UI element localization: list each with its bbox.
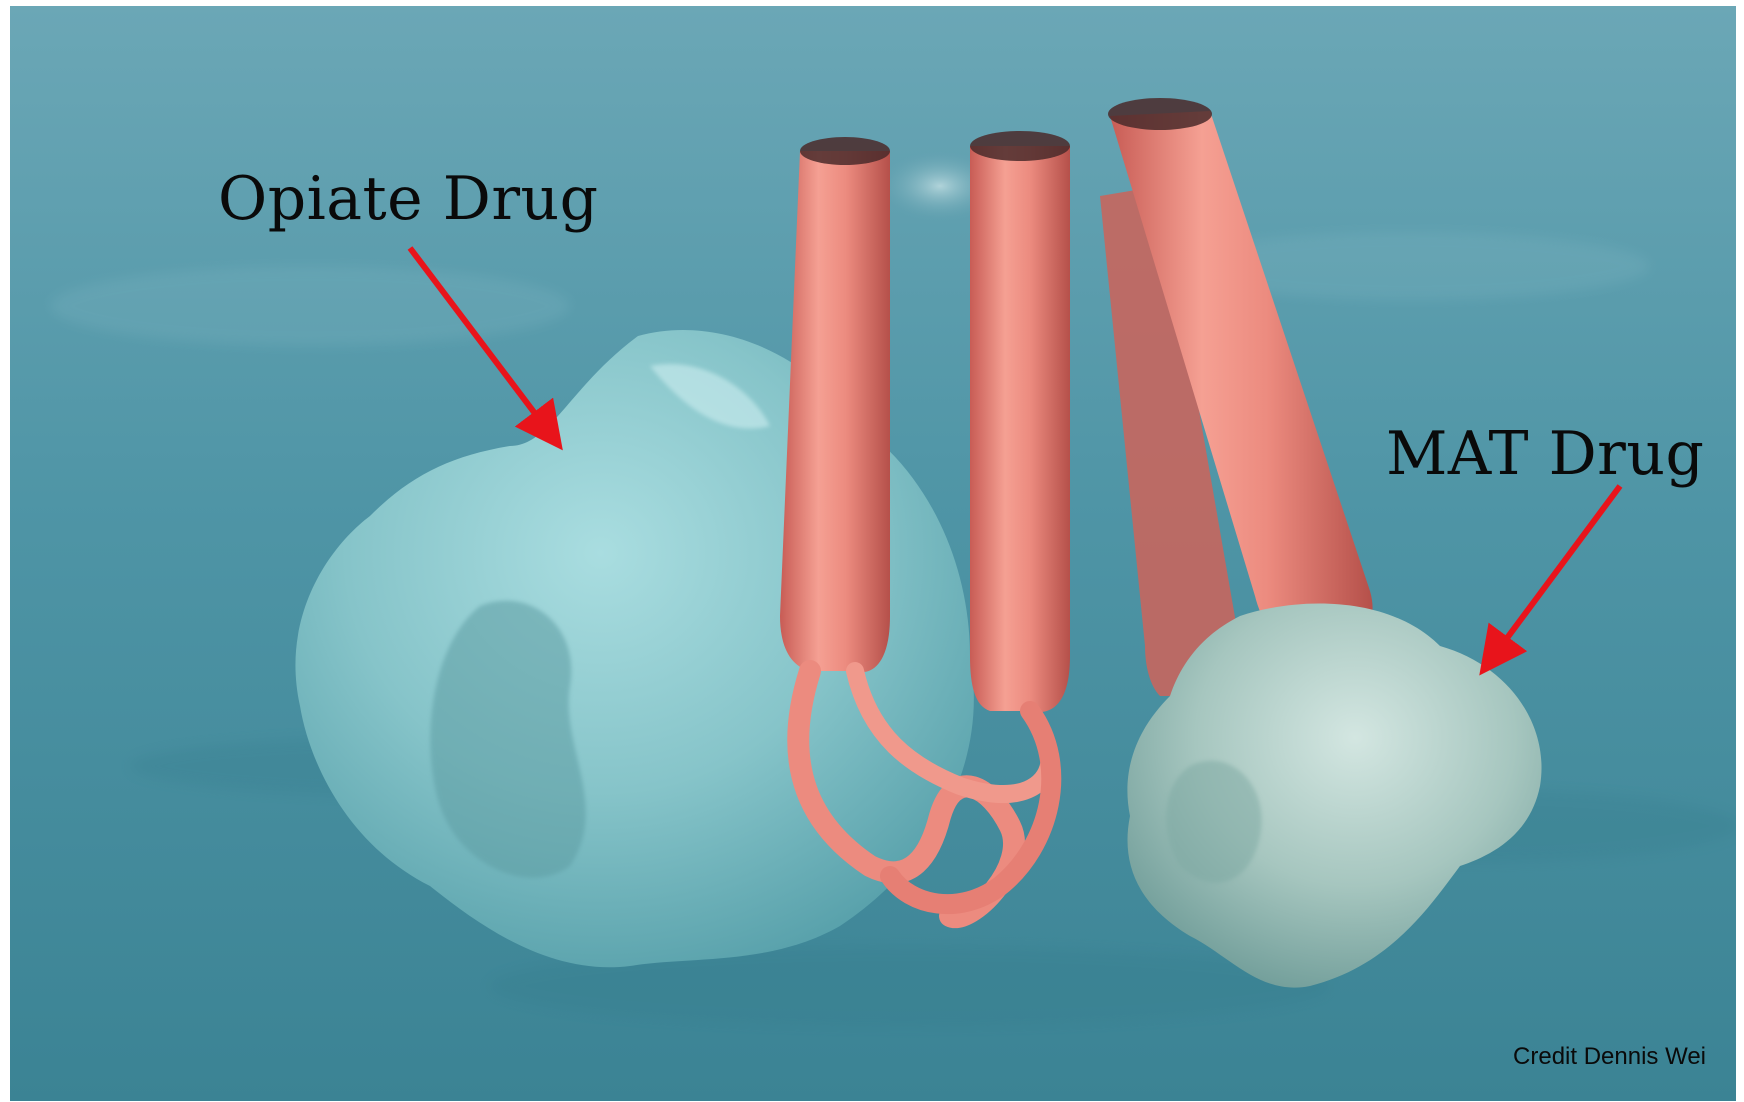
mat-drug-label: MAT Drug — [1386, 419, 1704, 489]
opiate-drug-label: Opiate Drug — [218, 164, 599, 234]
illustration-frame: Opiate Drug MAT Drug Credit Dennis Wei — [10, 6, 1736, 1101]
credit-text: Credit Dennis Wei — [1513, 1043, 1706, 1071]
